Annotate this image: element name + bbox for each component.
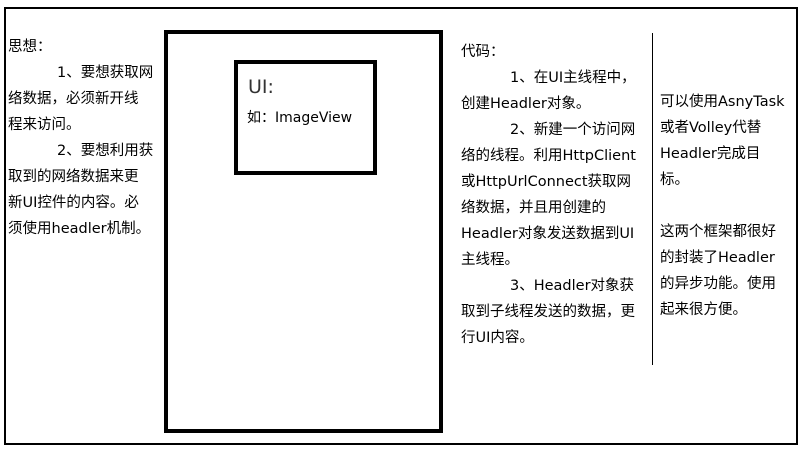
text-line: 3、Headler对象获 bbox=[510, 278, 635, 294]
text-line: Headler完成目 bbox=[660, 146, 761, 162]
text-line: 络数据，并且用创建的 bbox=[461, 200, 606, 216]
text-line: 或者Volley代替 bbox=[660, 120, 762, 136]
text-line: 起来很方便。 bbox=[660, 302, 747, 318]
diagram-frame bbox=[4, 7, 798, 445]
text-line: 程来访问。 bbox=[8, 117, 81, 133]
text-line: 取到子线程发送的数据，更 bbox=[461, 304, 635, 320]
text-line: 2、要想利用获 bbox=[57, 143, 154, 159]
text-line: 的异步功能。使用 bbox=[660, 276, 776, 292]
text-line bbox=[660, 193, 785, 219]
text-line: 1、在UI主线程中， bbox=[510, 70, 636, 86]
text-line: 取到的网络数据来更 bbox=[8, 169, 139, 185]
text-line: 主线程。 bbox=[461, 252, 519, 268]
text-line: 1、要想获取网 bbox=[57, 65, 154, 81]
code-notes: 代码： 1、在UI主线程中， 创建Headler对象。 2、新建一个访问网络的线程。利… bbox=[461, 39, 636, 351]
ui-box-title: UI: bbox=[248, 76, 274, 98]
text-line: 新UI控件的内容。必 bbox=[8, 195, 139, 211]
text-line: 的封装了Headler bbox=[660, 250, 775, 266]
text-line: 代码： bbox=[461, 44, 505, 60]
text-line: 创建Headler对象。 bbox=[461, 96, 591, 112]
text-line: Headler对象发送数据到UI bbox=[461, 226, 635, 242]
text-line: 络数据，必须新开线 bbox=[8, 91, 139, 107]
alternative-notes: 可以使用AsnyTask 或者Volley代替 Headler完成目标。这两个框架都… bbox=[660, 89, 785, 323]
column-divider bbox=[652, 33, 653, 365]
text-line: 或HttpUrlConnect获取网 bbox=[461, 174, 632, 190]
text-line: 标。 bbox=[660, 172, 689, 188]
ui-box bbox=[234, 60, 377, 175]
text-line: 可以使用AsnyTask bbox=[660, 94, 785, 110]
text-line: 思想： bbox=[8, 39, 52, 55]
thought-notes: 思想： 1、要想获取网络数据，必须新开线程来访问。 2、要想利用获取到的网络数据来更… bbox=[8, 34, 153, 242]
text-line: 这两个框架都很好 bbox=[660, 224, 776, 240]
text-line: 络的线程。利用HttpClient bbox=[461, 148, 636, 164]
text-line: 须使用headler机制。 bbox=[8, 221, 151, 237]
phone-outline bbox=[164, 30, 443, 433]
text-line: 2、新建一个访问网 bbox=[510, 122, 636, 138]
text-line: 行UI内容。 bbox=[461, 330, 534, 346]
ui-box-example: 如：ImageView bbox=[247, 110, 353, 126]
